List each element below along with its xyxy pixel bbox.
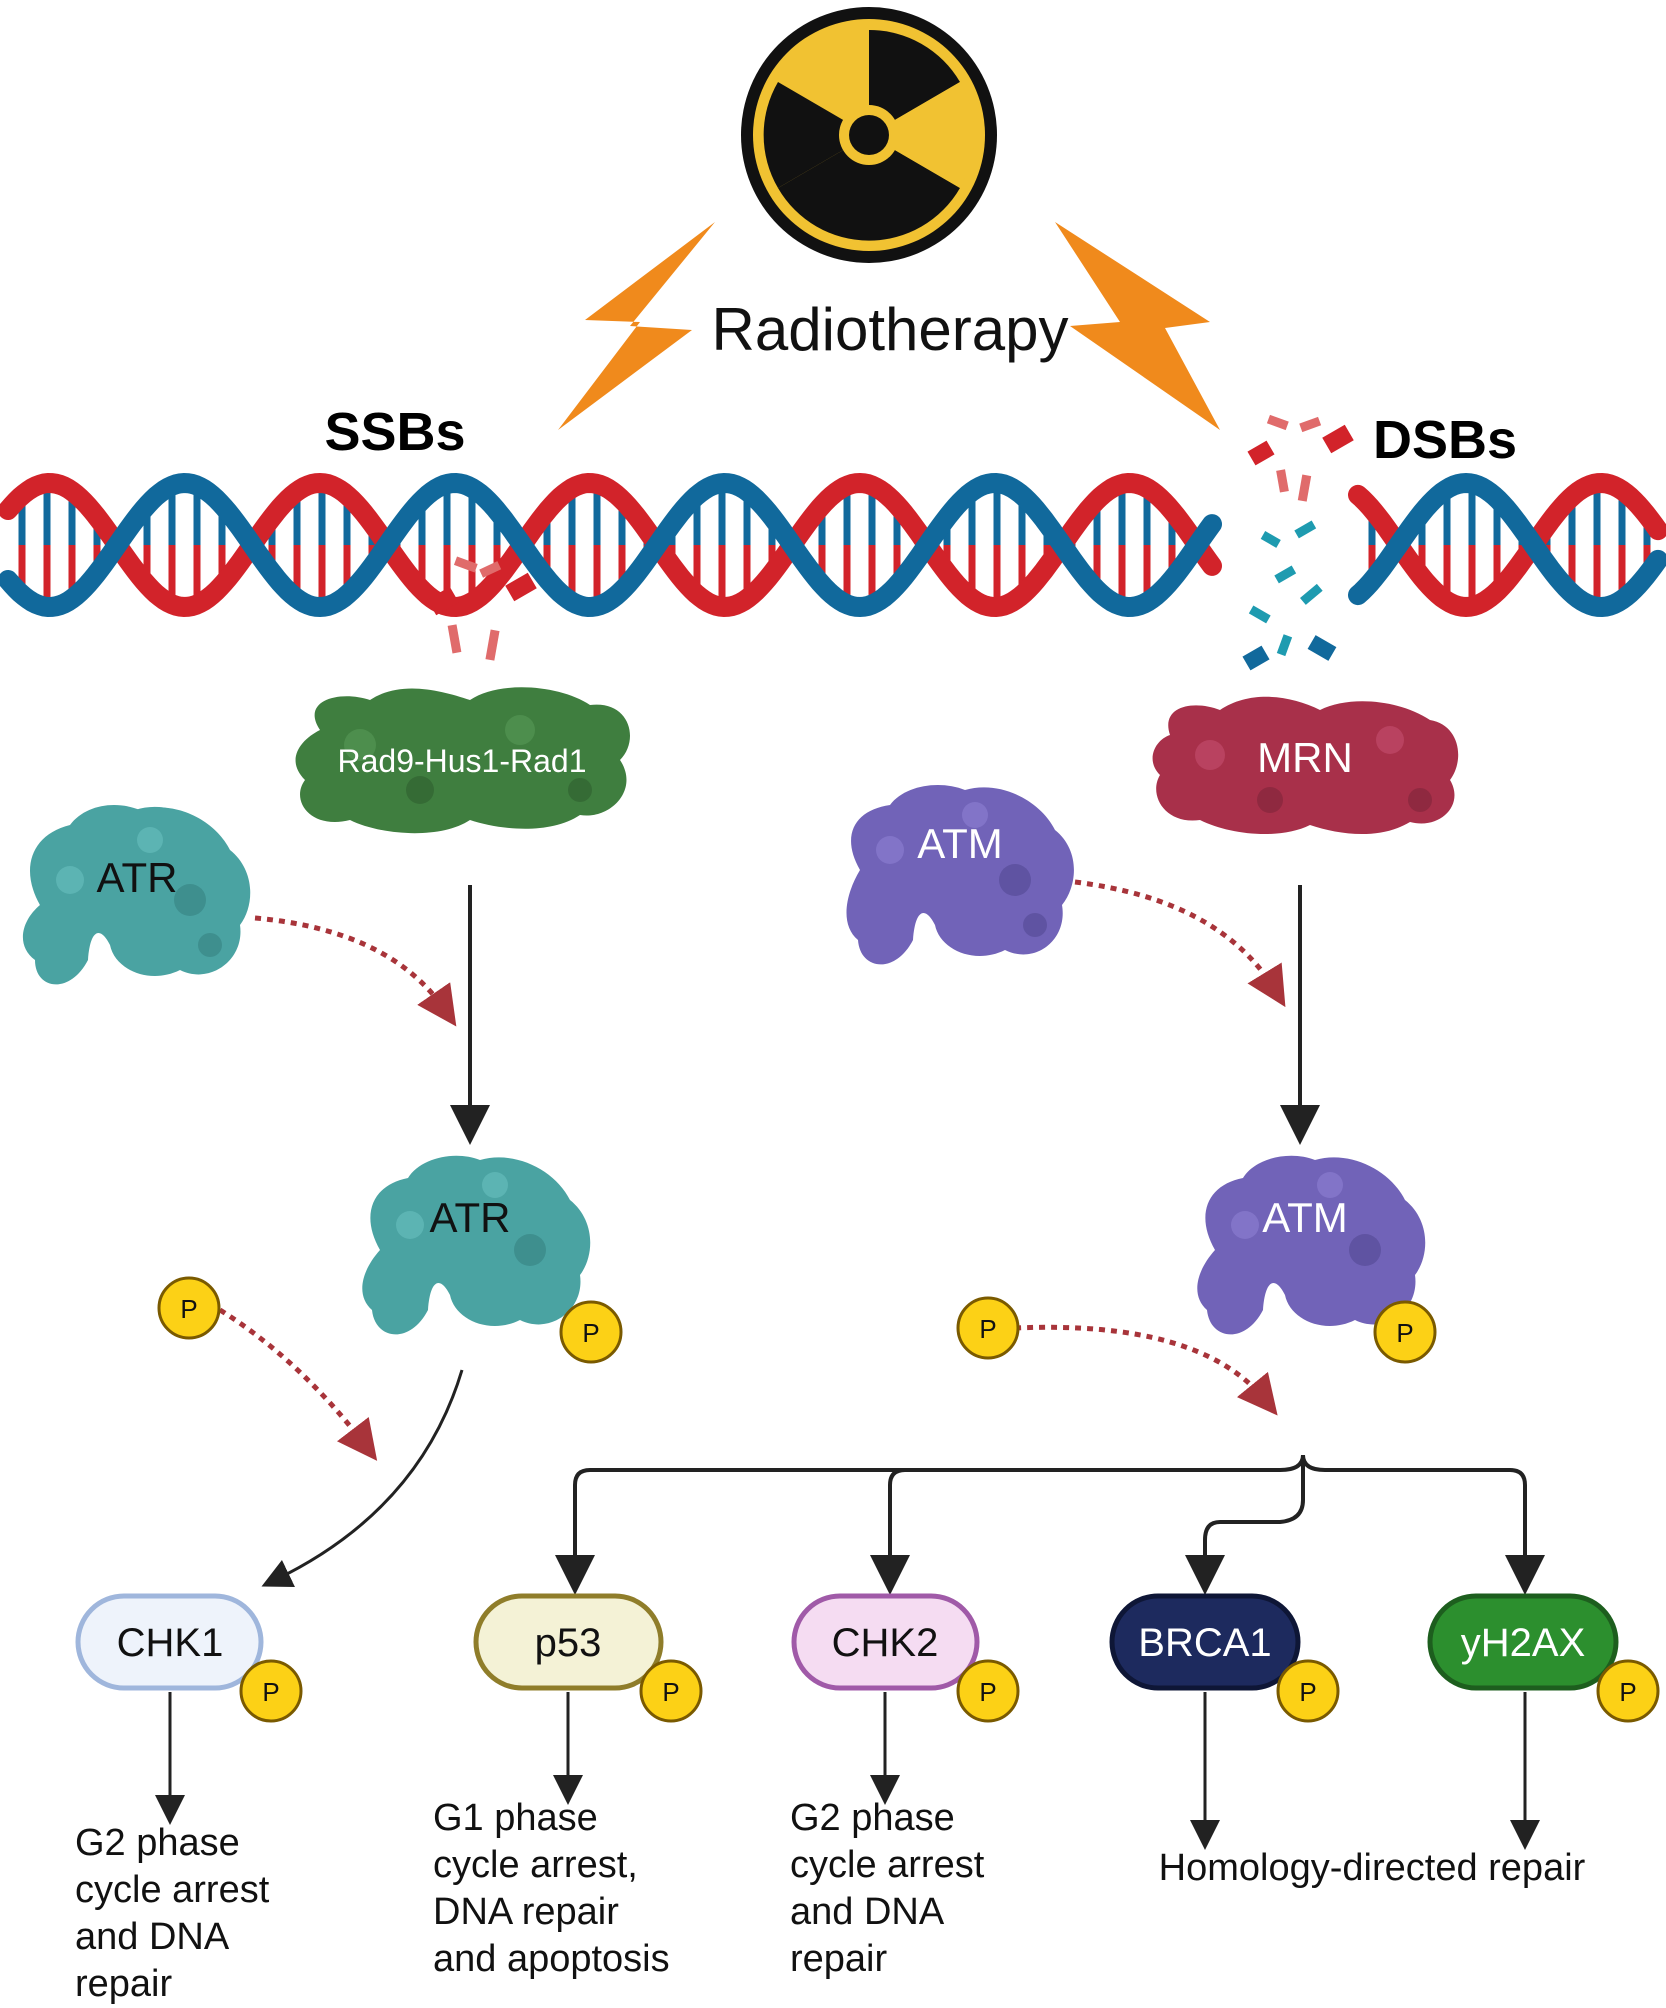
radiation-icon [741,7,997,263]
arrow-atr-to-chk1 [261,1369,464,1587]
dna-helix-left [0,472,1222,618]
outcome-line: G2 phase [790,1797,955,1839]
ssb-label: SSBs [324,402,465,462]
mrn-complex: MRN [1152,696,1459,835]
outcome-line: cycle arrest [790,1844,985,1886]
outcome-line: and DNA [75,1916,230,1958]
phosphate-label: P [662,1677,679,1707]
outcome-chk1: G2 phase cycle arrest and DNA repair [75,1822,280,2005]
atm-inactive-protein: ATM [846,785,1074,965]
dna-helix-right [1348,472,1666,618]
outcome-line: and DNA [790,1891,945,1933]
phosphate-atr-active: P [559,1300,623,1364]
atm-branching-arrows [555,1325,1545,1595]
outcome-line: DNA repair [433,1891,619,1933]
rad9-hus1-rad1-complex: Rad9-Hus1-Rad1 [295,687,630,834]
dotted-arrow-atr-activation [254,915,457,1027]
outcome-chk2: G2 phase cycle arrest and DNA repair [790,1797,995,1980]
outcome-line: repair [790,1938,887,1980]
radiotherapy-title: Radiotherapy [712,296,1069,363]
outcome-line: G2 phase [75,1822,240,1864]
phosphate-label: P [262,1677,279,1707]
outcome-line: repair [75,1963,172,2005]
target-chk1: CHK1 [75,1593,264,1691]
lightning-bolt-right-icon [1055,222,1220,430]
phosphate-label: P [979,1677,996,1707]
target-chk2: CHK2 [791,1593,980,1691]
phosphate-atm-active: P [1373,1300,1437,1364]
atr-inactive-protein: ATR [22,805,251,985]
atr-active-label: ATR [430,1194,511,1241]
outcome-line: and apoptosis [433,1938,670,1980]
phosphate-label: P [582,1318,599,1348]
outcome-hdr: Homology-directed repair [1159,1847,1586,1889]
rad9-label: Rad9-Hus1-Rad1 [337,743,586,779]
phosphate-label: P [1299,1677,1316,1707]
phosphate-label: P [979,1314,996,1344]
dsb-break-fragments [1242,414,1354,671]
target-p53-label: p53 [535,1621,602,1665]
lightning-bolt-left-icon [558,222,715,430]
target-chk1-label: CHK1 [117,1621,224,1665]
phosphate-label: P [180,1294,197,1324]
phosphate-label: P [1619,1677,1636,1707]
mrn-label: MRN [1257,734,1353,781]
phosphate-chk1: P [239,1659,303,1723]
atr-active-protein: ATR [362,1155,591,1335]
dotted-arrow-atm-activation [1074,879,1286,1008]
outcome-line: cycle arrest [75,1869,270,1911]
phosphate-label: P [1396,1318,1413,1348]
target-yh2ax-label: yH2AX [1461,1621,1586,1665]
outcome-line: cycle arrest, [433,1844,638,1886]
phosphate-chk2: P [956,1659,1020,1723]
ssb-break-fragments [427,556,537,661]
phosphate-free-right: P [956,1296,1020,1360]
target-p53: p53 [473,1593,664,1691]
atm-active-protein: ATM [1197,1155,1426,1335]
dotted-arrow-p-to-atm-targets [1014,1324,1278,1416]
phosphate-free-left: P [157,1276,221,1340]
atr-inactive-label: ATR [97,854,178,901]
outcome-p53: G1 phase cycle arrest, DNA repair and ap… [433,1797,670,1980]
phosphate-brca1: P [1276,1659,1340,1723]
dotted-arrow-p-to-chk1 [218,1307,378,1461]
phosphate-p53: P [639,1659,703,1723]
target-brca1: BRCA1 [1109,1593,1301,1691]
target-yh2ax: yH2AX [1427,1593,1619,1691]
target-brca1-label: BRCA1 [1138,1621,1271,1665]
atm-active-label: ATM [1262,1194,1348,1241]
phosphate-yh2ax: P [1596,1659,1660,1723]
target-chk2-label: CHK2 [832,1621,939,1665]
outcome-line: G1 phase [433,1797,598,1839]
dsb-label: DSBs [1373,410,1517,470]
atm-inactive-label: ATM [917,820,1003,867]
